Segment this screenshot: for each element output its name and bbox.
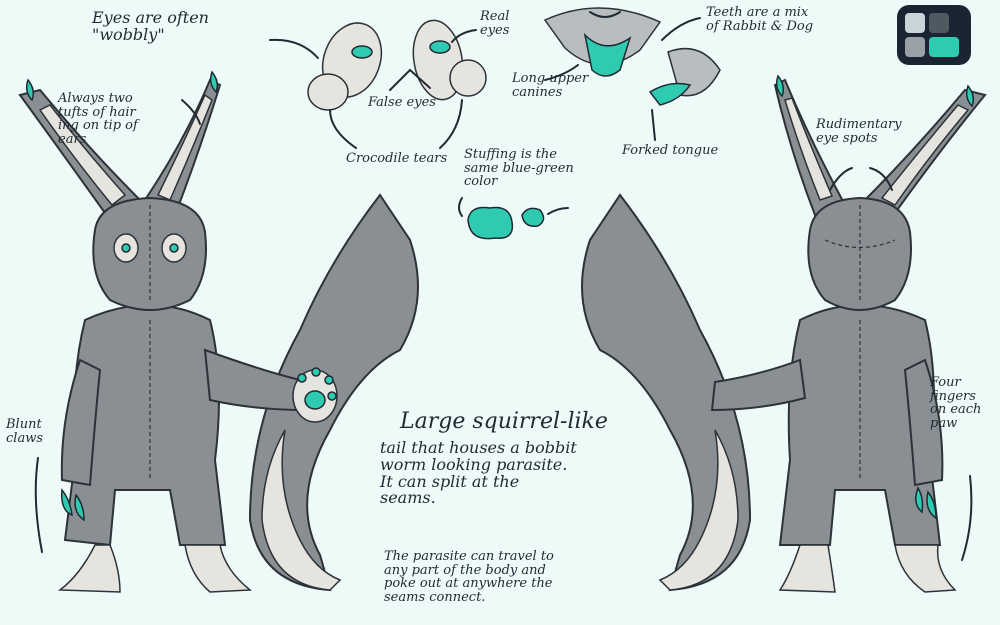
back-view [581,74,987,593]
note-tufts: Always two tufts of hair ing on tip of e… [58,91,138,147]
note-forked-tongue: Forked tongue [622,143,719,158]
note-tail-body: tail that houses a bobbit worm looking p… [380,438,577,508]
palette-swatch [905,37,925,57]
note-eyes-wobbly: Eyes are often "wobbly" [92,8,209,44]
color-palette [897,5,971,65]
stuffing-sample [458,197,569,240]
note-real-eyes: Real eyes [480,9,510,38]
note-false-eyes: False eyes [368,95,436,110]
note-rudimentary-eye-spots: Rudimentary eye spots [816,117,902,146]
note-parasite: The parasite can travel to any part of t… [384,549,554,605]
note-tail-title: Large squirrel-like [400,409,608,434]
note-blunt-claws: Blunt claws [6,417,43,446]
note-stuffing: Stuffing is the same blue-green color [464,147,574,190]
teeth-diagram [543,7,721,141]
eye-diagram [269,19,487,149]
note-four-fingers: Four fingers on each paw [930,375,982,431]
note-long-canines: Long upper canines [512,71,589,100]
palette-swatch [905,13,925,33]
palette-swatch [929,13,949,33]
note-crocodile-tears: Crocodile tears [346,151,448,166]
annotation-arrows [34,99,973,561]
front-view [18,70,419,593]
note-teeth: Teeth are a mix of Rabbit & Dog [706,5,814,34]
palette-swatch [929,37,959,57]
